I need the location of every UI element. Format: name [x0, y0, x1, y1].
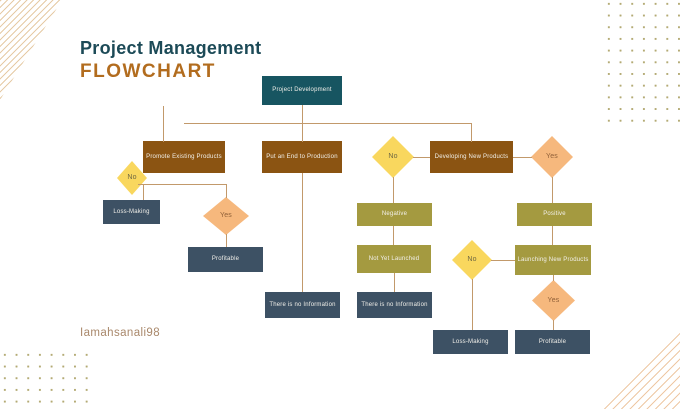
- connector-line: [226, 184, 227, 198]
- dot-grid-decoration: [0, 349, 91, 409]
- dot-grid-decoration: [603, 0, 680, 126]
- connector-line: [302, 105, 303, 123]
- connector-line: [302, 123, 303, 142]
- connector-line: [393, 226, 394, 245]
- node-negative: Negative: [357, 203, 432, 226]
- node-loss-making-left: Loss-Making: [103, 200, 160, 224]
- connector-line: [393, 177, 394, 203]
- node-yes-promote: Yes: [203, 197, 249, 235]
- node-positive: Positive: [517, 203, 592, 226]
- connector-line: [302, 173, 303, 292]
- watermark-username: Iamahsanali98: [80, 327, 161, 339]
- connector-line: [163, 106, 164, 142]
- node-no-information-2: There is no Information: [357, 292, 432, 318]
- node-yes-developing: Yes: [531, 136, 573, 178]
- node-no-developing: No: [372, 136, 414, 178]
- connector-line: [138, 184, 226, 185]
- node-not-yet-launched: Not Yet Launched: [357, 245, 431, 273]
- node-put-an-end-to-production: Put an End to Production: [262, 141, 342, 173]
- node-loss-making-right: Loss-Making: [433, 330, 508, 354]
- page-title: Project Management: [80, 38, 262, 58]
- connector-line: [552, 226, 553, 245]
- connector-line: [553, 320, 554, 330]
- node-launching-new-products: Launching New Products: [515, 245, 591, 275]
- page-subtitle: FLOWCHART: [80, 61, 216, 82]
- node-profitable-right: Profitable: [515, 330, 590, 354]
- connector-line: [143, 184, 144, 200]
- connector-line: [472, 279, 473, 330]
- node-project-development: Project Development: [262, 76, 342, 105]
- connector-line: [471, 123, 472, 142]
- node-yes-launching: Yes: [532, 280, 575, 321]
- connector-line: [552, 177, 553, 203]
- connector-line: [553, 275, 554, 281]
- node-no-information-1: There is no Information: [265, 292, 340, 318]
- connector-line: [413, 157, 430, 158]
- connector-line: [491, 260, 515, 261]
- connector-line: [184, 123, 472, 124]
- connector-line: [226, 234, 227, 247]
- connector-line: [394, 273, 395, 292]
- node-developing-new-products: Developing New Products: [430, 141, 513, 173]
- node-profitable-left: Profitable: [188, 247, 263, 272]
- connector-line: [513, 157, 532, 158]
- node-promote-existing-products: Promote Existing Products: [143, 141, 225, 173]
- node-no-launching: No: [452, 240, 492, 280]
